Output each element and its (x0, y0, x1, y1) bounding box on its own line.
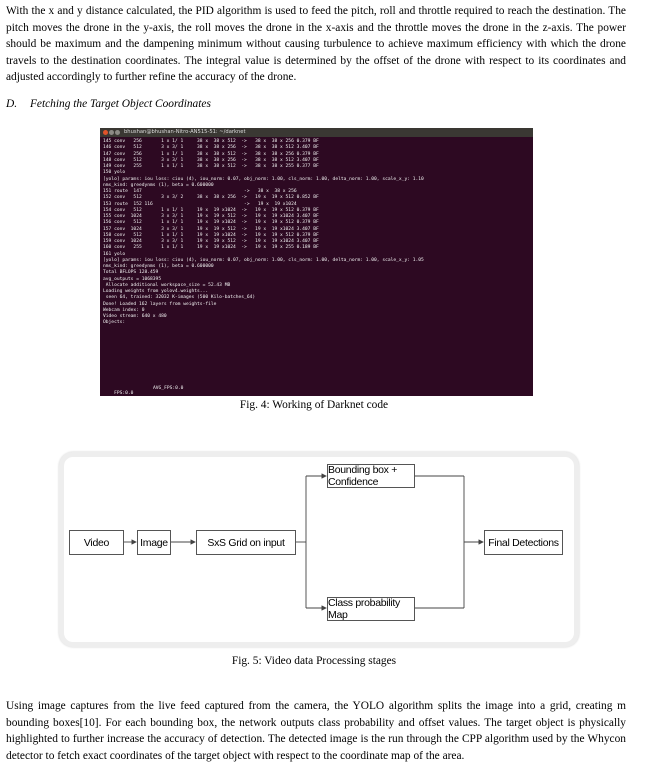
section-title: Fetching the Target Object Coordinates (29, 98, 211, 110)
terminal-line: 145 conv 256 1 x 1/ 1 38 x 38 x 512 -> 3… (103, 139, 319, 144)
terminal-line: Done! Loaded 162 layers from weights-fil… (103, 301, 217, 307)
terminal-line: 155 conv 1024 3 x 3/ 1 19 x 19 x 512 -> … (103, 214, 319, 219)
figure-4-caption: Fig. 4: Working of Darknet code (239, 399, 389, 411)
terminal-line: 146 conv 512 3 x 3/ 1 38 x 38 x 256 -> 3… (103, 145, 319, 151)
avg-fps-readout: AVG_FPS:0.0 (153, 386, 184, 391)
darknet-terminal-screenshot: bhushan@bhushan-Nitro-AN515-51: ~/darkne… (100, 128, 533, 396)
terminal-line: [yolo] params: iou loss: ciou (4), iou_n… (103, 257, 424, 263)
minimize-window-icon (109, 130, 114, 135)
terminal-line: seen 64, trained: 32032 K-images (500 Ki… (103, 295, 256, 301)
terminal-line: 158 conv 512 1 x 1/ 1 19 x 19 x1024 -> 1… (103, 232, 319, 238)
figure-5-caption: Fig. 5: Video data Processing stages (231, 655, 397, 667)
terminal-title: bhushan@bhushan-Nitro-AN515-51: ~/darkne… (124, 129, 246, 135)
node-final-detections: Final Detections (484, 530, 563, 555)
node-bounding-box: Bounding box + Confidence (327, 464, 415, 488)
terminal-line: avg_outputs = 1068395 (103, 276, 162, 282)
terminal-line: 161 yolo (103, 251, 126, 257)
diagram-connectors (124, 473, 484, 611)
terminal-line: Loading weights from yolov4.weights... (103, 289, 209, 294)
terminal-line: nms_kind: greedynms (1), beta = 0.600000 (103, 182, 214, 188)
terminal-titlebar: bhushan@bhushan-Nitro-AN515-51: ~/darkne… (100, 128, 533, 137)
terminal-line: 151 route 147 -> 38 x 38 x 256 (103, 189, 297, 194)
terminal-line: 154 conv 512 1 x 1/ 1 19 x 19 x1024 -> 1… (103, 207, 319, 213)
terminal-status-line: FPS:0.0 AVG_FPS:0.0 (103, 386, 183, 396)
terminal-line: 157 conv 1024 3 x 3/ 1 19 x 19 x 512 -> … (103, 226, 319, 232)
terminal-line: [yolo] params: iou loss: ciou (4), iou_n… (103, 176, 424, 182)
terminal-line: Total BFLOPS 128.459 (103, 270, 159, 276)
terminal-line: 156 conv 512 1 x 1/ 1 19 x 19 x1024 -> 1… (103, 220, 319, 226)
terminal-line: 153 route 152 116 -> 19 x 19 x1024 (103, 201, 297, 207)
terminal-line: 160 conv 255 1 x 1/ 1 19 x 19 x1024 -> 1… (103, 245, 319, 251)
node-class-probability: Class probability Map (327, 597, 415, 621)
terminal-line: 147 conv 256 1 x 1/ 1 38 x 38 x 512 -> 3… (103, 151, 319, 157)
section-number: D. (6, 98, 18, 110)
terminal-line: 150 yolo (103, 170, 126, 176)
terminal-output: 145 conv 256 1 x 1/ 1 38 x 38 x 512 -> 3… (100, 137, 533, 327)
body-paragraph-yolo: Using image captures from the live feed … (6, 700, 626, 762)
terminal-line: Objects: (103, 320, 126, 326)
terminal-line: Webcam index: 0 (103, 307, 145, 313)
terminal-line: nms_kind: greedynms (1), beta = 0.600000 (103, 264, 214, 269)
maximize-window-icon (115, 130, 120, 135)
terminal-line: 149 conv 255 1 x 1/ 1 38 x 38 x 512 -> 3… (103, 164, 319, 169)
terminal-line: 148 conv 512 3 x 3/ 1 38 x 38 x 256 -> 3… (103, 157, 319, 163)
node-image: Image (137, 530, 171, 555)
terminal-line: 152 conv 512 3 x 3/ 2 38 x 38 x 256 -> 1… (103, 195, 319, 201)
video-processing-diagram: Video Image SxS Grid on input Bounding b… (59, 452, 579, 647)
close-window-icon (103, 130, 108, 135)
body-paragraph-pid: With the x and y distance calculated, th… (6, 5, 626, 83)
terminal-line: 159 conv 1024 3 x 3/ 1 19 x 19 x 512 -> … (103, 239, 319, 244)
section-heading: D. Fetching the Target Object Coordinate… (6, 98, 211, 110)
fps-readout: FPS:0.0 (114, 391, 134, 396)
node-grid: SxS Grid on input (196, 530, 296, 555)
terminal-line: Video stream: 640 x 480 (103, 314, 167, 319)
terminal-line: Allocate additional workspace_size = 52.… (103, 282, 231, 288)
node-video: Video (69, 530, 124, 555)
